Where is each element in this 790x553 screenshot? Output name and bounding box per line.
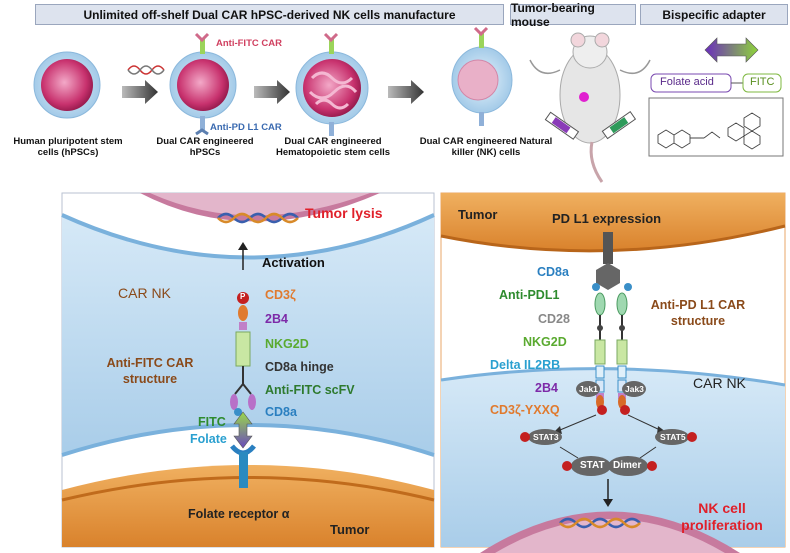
proliferation-label: NK cell proliferation	[681, 500, 763, 533]
right-2b4: 2B4	[535, 381, 558, 395]
right-structure-title: Anti-PD L1 CAR structure	[650, 298, 746, 328]
adapter-header: Bispecific adapter	[640, 4, 788, 25]
dimer-label: Dimer	[613, 460, 642, 471]
jak1-oval	[576, 381, 600, 397]
mouse-header: Tumor-bearing mouse	[510, 1, 636, 29]
left-fitc: FITC	[198, 415, 226, 429]
dna-icon	[127, 65, 165, 75]
left-scfv: Anti-FITC scFV	[265, 383, 355, 397]
left-car-nk-label: CAR NK	[118, 285, 171, 301]
stat3-label: STAT3	[533, 432, 559, 442]
left-cd3z: CD3ζ	[265, 288, 296, 302]
stat5-label: STAT5	[660, 432, 686, 442]
syringe-right-icon	[601, 111, 637, 140]
fitc-box	[742, 73, 782, 93]
right-anti-pdl1: Anti-PDL1	[499, 288, 560, 302]
right-il2rb: Delta IL2RB	[490, 358, 561, 372]
label-engineered-hpsc: Dual CAR engineered hPSCs	[156, 136, 254, 158]
engineered-hpsc-cell	[169, 32, 237, 136]
jak1-label: Jak1	[579, 384, 598, 394]
dimer-oval	[608, 456, 648, 476]
phospho-right-2	[620, 405, 630, 415]
stat3-oval	[528, 429, 562, 445]
left-nkg2d: NKG2D	[265, 337, 309, 351]
mouse-illustration	[529, 32, 651, 183]
hsc-cell	[295, 32, 369, 136]
left-2b4: 2B4	[265, 312, 288, 326]
label-folate-acid: Folate acid	[660, 76, 714, 88]
folate-receptor	[230, 444, 256, 488]
label-hsc: Dual CAR engineered Hematopoietic stem c…	[275, 136, 391, 158]
tumor-lysis-label: Tumor lysis	[305, 205, 383, 221]
right-cd8a: CD8a	[537, 265, 569, 279]
arrow-3	[388, 80, 424, 104]
stat-label: STAT	[580, 460, 605, 471]
activation-label: Activation	[262, 255, 325, 270]
arrow-1	[122, 80, 158, 104]
bispecific-arrow-icon	[704, 37, 759, 63]
jak3-label: Jak3	[625, 384, 644, 394]
left-cd8a: CD8a	[265, 405, 297, 419]
dna-helix-left-icon	[217, 212, 299, 224]
right-tumor: Tumor	[458, 207, 498, 222]
right-nkg2d: NKG2D	[523, 335, 567, 349]
right-car-nk-label: CAR NK	[693, 375, 746, 391]
anti-fitc-car-construct	[230, 292, 256, 416]
right-cd3z: CD3ζ-YXXQ	[490, 403, 560, 417]
label-fitc-adapter: FITC	[750, 76, 775, 88]
arrow-2	[254, 80, 290, 104]
fitc-folate-arrow	[233, 411, 253, 449]
phospho-right-1	[597, 405, 607, 415]
chemical-structure	[648, 97, 784, 157]
left-cd8a-hinge: CD8a hinge	[265, 360, 334, 374]
syringe-left-icon	[544, 111, 580, 140]
right-cd28: CD28	[538, 312, 570, 326]
dna-helix-right-icon	[559, 517, 641, 529]
jak3-oval	[622, 381, 646, 397]
left-folate: Folate	[190, 432, 227, 446]
label-anti-pdl1-car: Anti-PD L1 CAR	[210, 122, 282, 133]
nk-cell	[451, 26, 513, 126]
stat-oval	[571, 456, 611, 476]
pdl1-expression: PD L1 expression	[552, 211, 662, 226]
manufacture-header: Unlimited off-shelf Dual CAR hPSC-derive…	[35, 4, 504, 25]
left-receptor: Folate receptor α	[188, 507, 290, 521]
pdl1-protein	[596, 232, 620, 290]
label-nk: Dual CAR engineered Natural killer (NK) …	[419, 136, 553, 158]
hpsc-cell	[33, 51, 101, 119]
label-hpsc: Human pluripotent stem cells (hPSCs)	[13, 136, 123, 158]
left-structure-title: Anti-FITC CAR structure	[106, 356, 194, 386]
stat5-oval	[655, 429, 689, 445]
label-anti-fitc-car: Anti-FITC CAR	[216, 38, 282, 49]
left-tumor: Tumor	[330, 522, 370, 537]
phospho-left-label: P	[240, 292, 246, 301]
